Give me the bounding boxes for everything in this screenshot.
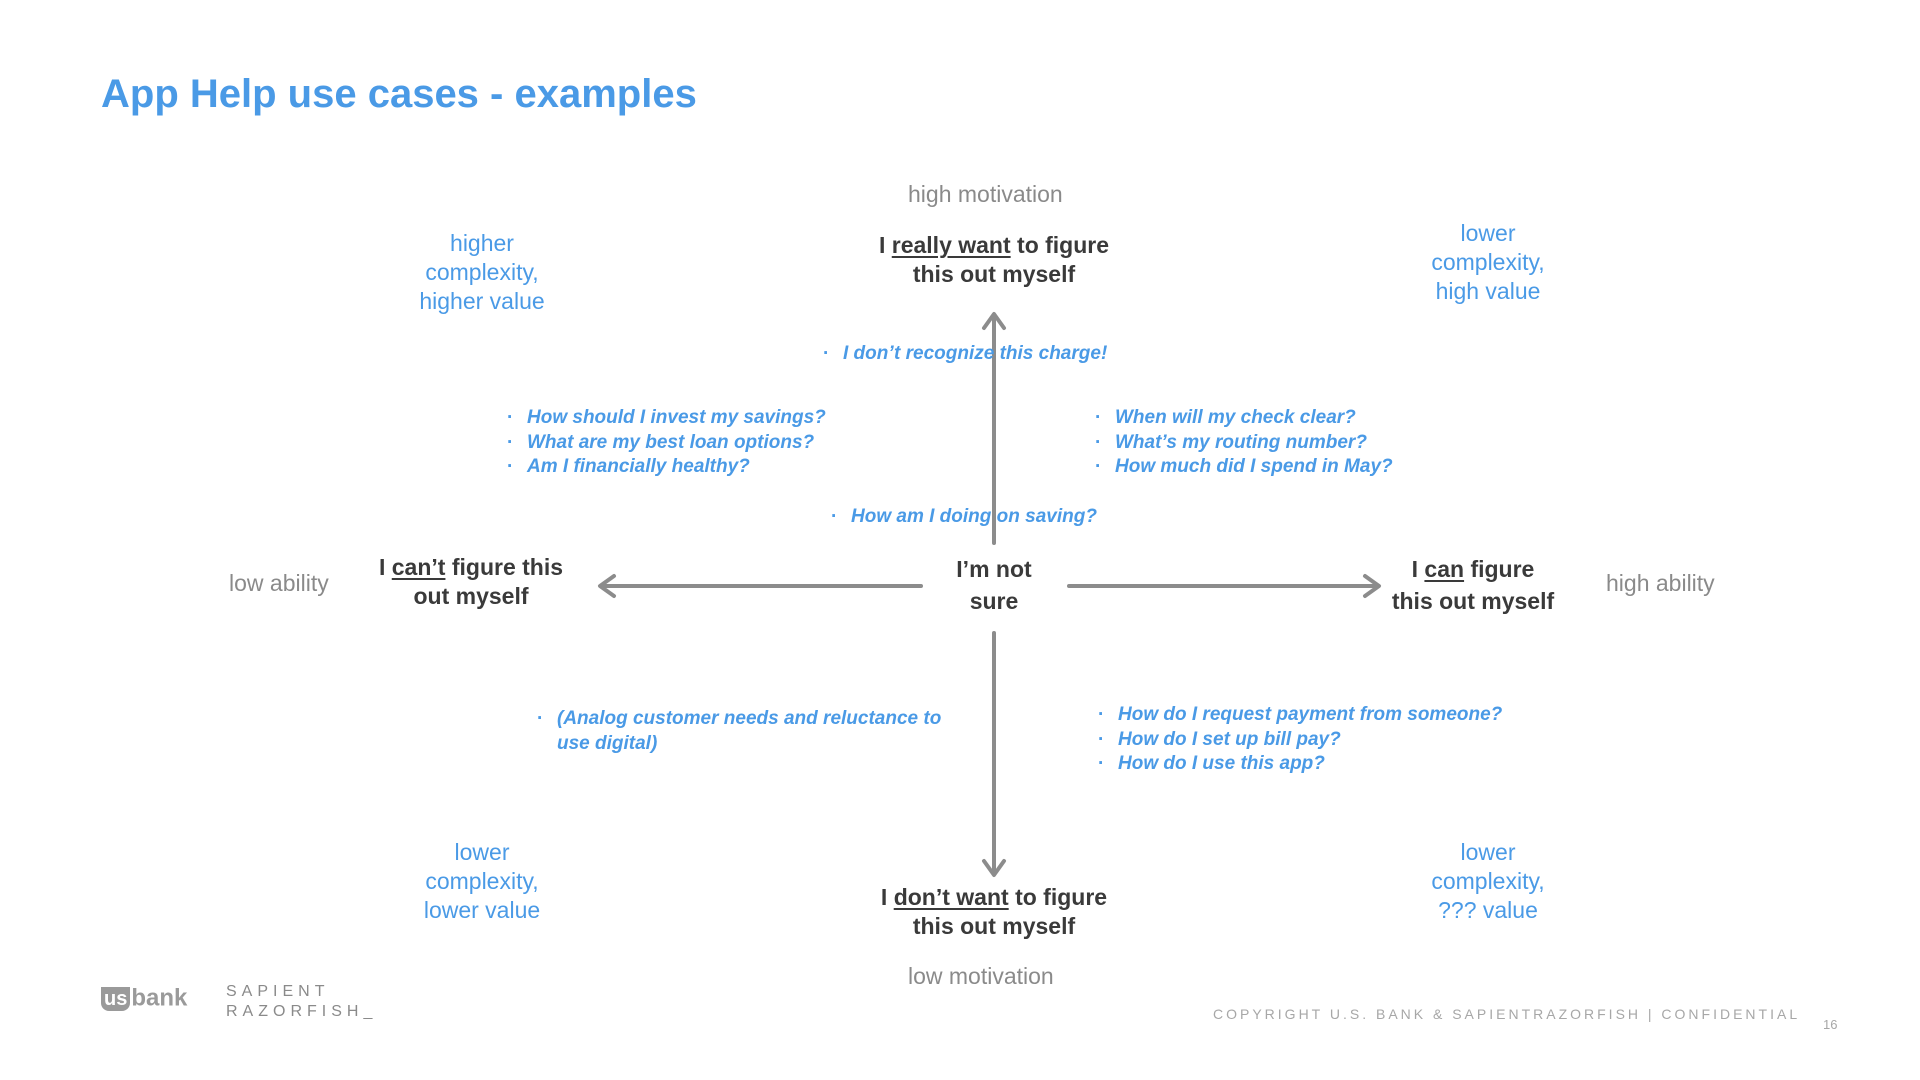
questions-upper-left: How should I invest my savings? What are…: [507, 406, 826, 480]
list-item: (Analog customer needs and reluctance to…: [537, 707, 957, 756]
list-item: What’s my routing number?: [1095, 431, 1393, 456]
questions-upper-right: When will my check clear? What’s my rout…: [1095, 406, 1393, 480]
arrow-down-head: [982, 859, 1006, 877]
axis-label-bottom: low motivation: [908, 963, 1054, 989]
list-item: How do I set up bill pay?: [1098, 728, 1502, 753]
copyright-notice: COPYRIGHT U.S. BANK & SAPIENTRAZORFISH |…: [1213, 1006, 1801, 1022]
arrow-up-head: [982, 312, 1006, 330]
axis-label-left: low ability: [229, 570, 329, 596]
questions-lower-left: (Analog customer needs and reluctance to…: [537, 707, 957, 756]
arrow-right-head: [1363, 574, 1381, 598]
list-item: What are my best loan options?: [507, 431, 826, 456]
page-title: App Help use cases - examples: [101, 72, 697, 116]
axis-label-top: high motivation: [908, 181, 1063, 207]
questions-lower-right: How do I request payment from someone? H…: [1098, 703, 1502, 777]
list-item: How should I invest my savings?: [507, 406, 826, 431]
questions-center: How am I doing on saving?: [831, 505, 1097, 530]
axis-label-right: high ability: [1606, 570, 1715, 596]
sapient-razorfish-logo: SAPIENT RAZORFISH_: [226, 983, 378, 1020]
pole-left: I can’t figure this out myself: [378, 554, 564, 609]
list-item: How do I request payment from someone?: [1098, 703, 1502, 728]
quadrant-label-bottom-left: lower complexity, lower value: [423, 839, 541, 923]
pole-center: I’m not sure: [956, 556, 1032, 614]
list-item: When will my check clear?: [1095, 406, 1393, 431]
list-item: How do I use this app?: [1098, 752, 1502, 777]
pole-right: I can figure this out myself: [1391, 556, 1555, 614]
quadrant-label-top-left: higher complexity, higher value: [419, 230, 545, 314]
quadrant-label-bottom-right: lower complexity, ??? value: [1431, 839, 1545, 923]
pole-bottom: I don’t want to figure this out myself: [880, 884, 1108, 939]
arrow-left-head: [598, 574, 616, 598]
questions-top-center: I don’t recognize this charge!: [823, 342, 1107, 367]
list-item: Am I financially healthy?: [507, 455, 826, 480]
list-item: How much did I spend in May?: [1095, 455, 1393, 480]
list-item: How am I doing on saving?: [831, 505, 1097, 530]
pole-top: I really want to figure this out myself: [878, 232, 1110, 287]
page-number: 16: [1823, 1017, 1838, 1032]
list-item: I don’t recognize this charge!: [823, 342, 1107, 367]
quadrant-label-top-right: lower complexity, high value: [1431, 220, 1545, 304]
